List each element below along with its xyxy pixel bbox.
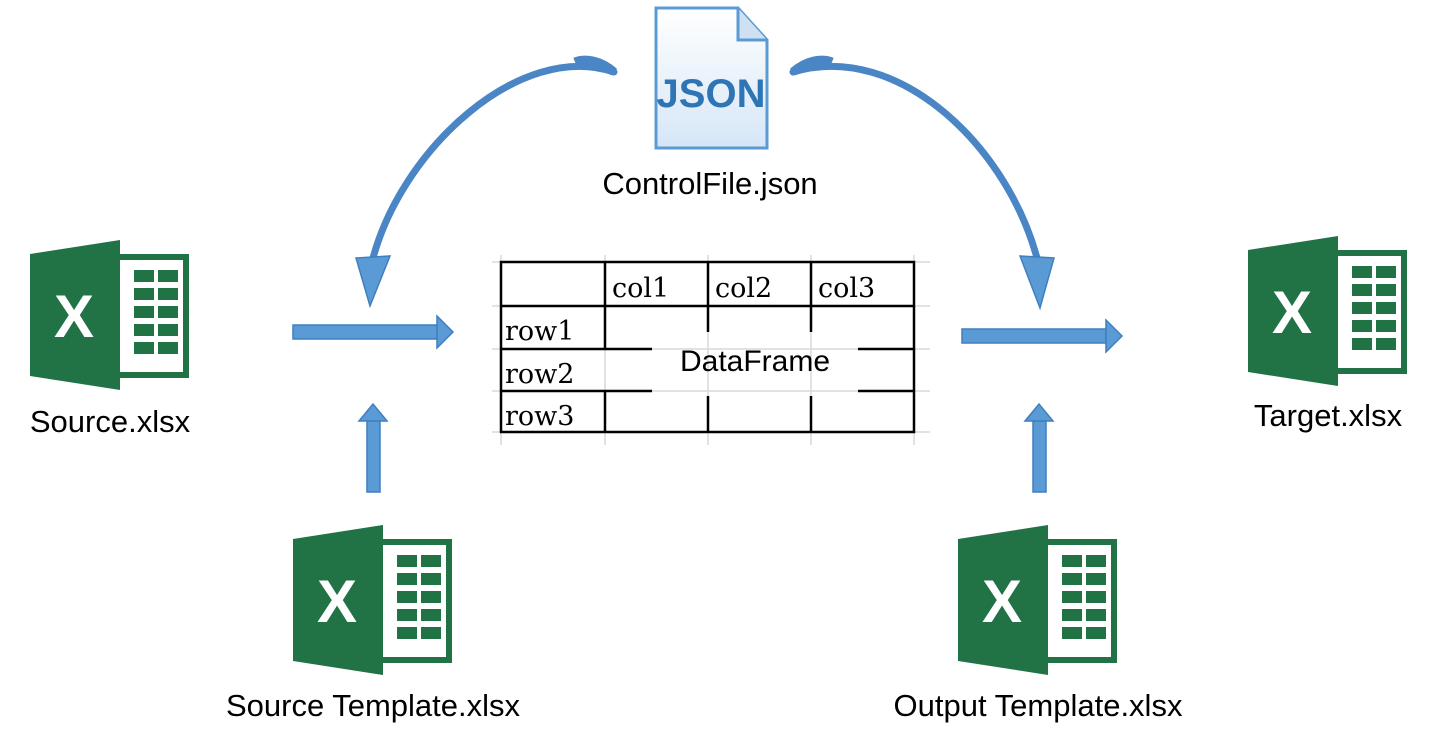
curved-arrow-right [789,55,1055,311]
arrow-source-to-dataframe [292,314,455,350]
curved-arrow-left [355,55,618,309]
source-template-excel-letter: X [317,568,357,635]
column-header-2: col2 [715,273,772,304]
column-header-3: col3 [818,273,875,304]
target-excel-icon: X [1248,236,1407,386]
output-template-excel-letter: X [982,568,1022,635]
arrow-output-template-up [1023,402,1055,493]
dataframe-label: DataFrame [679,345,831,378]
arrow-dataframe-to-target [961,318,1124,354]
json-badge: JSON [657,72,766,116]
json-file-label: ControlFile.json [602,166,818,201]
source-excel-letter: X [54,283,94,350]
output-template-label: Output Template.xlsx [893,688,1183,723]
target-excel-letter: X [1272,279,1312,346]
target-label: Target.xlsx [1253,398,1403,433]
column-header-1: col1 [612,273,669,304]
output-template-excel-icon: X [958,525,1117,675]
source-template-excel-icon: X [293,525,452,675]
json-file-icon: JSON [654,6,769,150]
source-template-label: Source Template.xlsx [225,688,521,723]
arrow-source-template-up [357,402,389,493]
source-label: Source.xlsx [29,404,191,439]
dataframe-table: col1 col2 col3 row1 row2 row3 [492,255,930,445]
row-header-1: row1 [505,316,574,347]
row-header-2: row2 [505,359,574,390]
row-header-3: row3 [505,401,574,432]
source-excel-icon: X [30,240,189,390]
